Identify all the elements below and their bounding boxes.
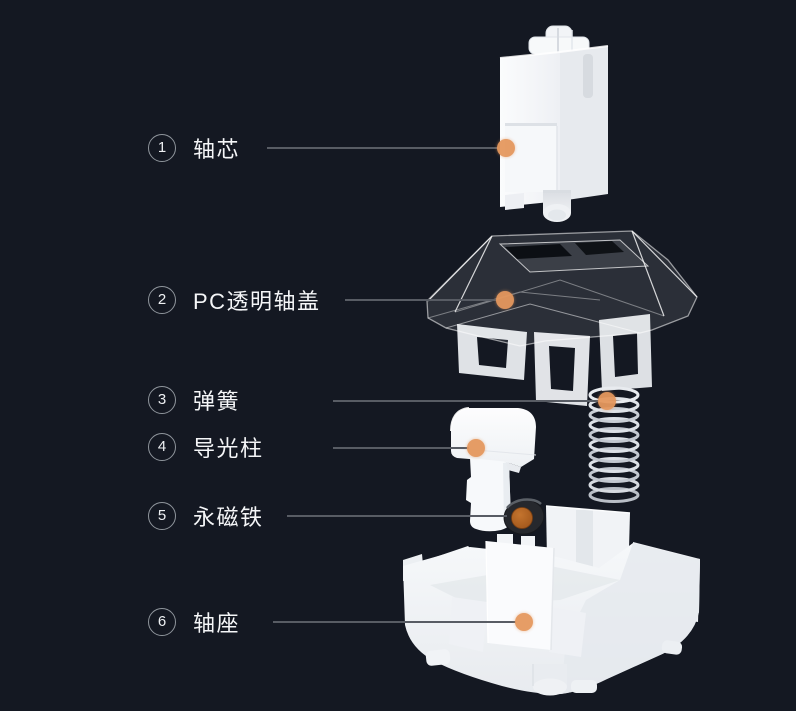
marker-dot-stem xyxy=(497,139,515,157)
label-number-badge: 6 xyxy=(148,608,176,636)
part-spring xyxy=(588,386,640,503)
leader-line-magnet xyxy=(287,515,507,517)
leader-line-light-guide xyxy=(333,447,469,449)
leader-line-base xyxy=(273,621,516,623)
label-text: PC透明轴盖 xyxy=(193,289,321,314)
part-stem xyxy=(499,25,609,222)
label-magnet: 5 永磁铁 xyxy=(148,500,264,532)
part-top-cover xyxy=(426,230,698,406)
label-text: 轴座 xyxy=(193,611,241,636)
part-base xyxy=(403,505,700,696)
label-number-badge: 3 xyxy=(148,386,176,414)
label-top-cover: 2 PC透明轴盖 xyxy=(148,284,321,316)
part-magnet xyxy=(503,498,545,535)
label-spring: 3 弹簧 xyxy=(148,384,240,416)
leader-line-spring xyxy=(333,400,599,402)
label-light-guide: 4 导光柱 xyxy=(148,431,264,463)
marker-dot-light-guide xyxy=(467,439,485,457)
label-text: 永磁铁 xyxy=(193,505,264,530)
label-text: 导光柱 xyxy=(193,436,264,461)
marker-dot-top-cover xyxy=(496,291,514,309)
leader-line-stem xyxy=(267,147,498,149)
label-number-badge: 2 xyxy=(148,286,176,314)
marker-dot-spring xyxy=(598,392,616,410)
marker-dot-base xyxy=(515,613,533,631)
label-stem: 1 轴芯 xyxy=(148,132,240,164)
label-number-badge: 4 xyxy=(148,433,176,461)
leader-line-top-cover xyxy=(345,299,497,301)
label-text: 轴芯 xyxy=(193,137,241,162)
label-number-badge: 5 xyxy=(148,502,176,530)
label-number-badge: 1 xyxy=(148,134,176,162)
label-base: 6 轴座 xyxy=(148,606,240,638)
label-text: 弹簧 xyxy=(193,389,241,414)
